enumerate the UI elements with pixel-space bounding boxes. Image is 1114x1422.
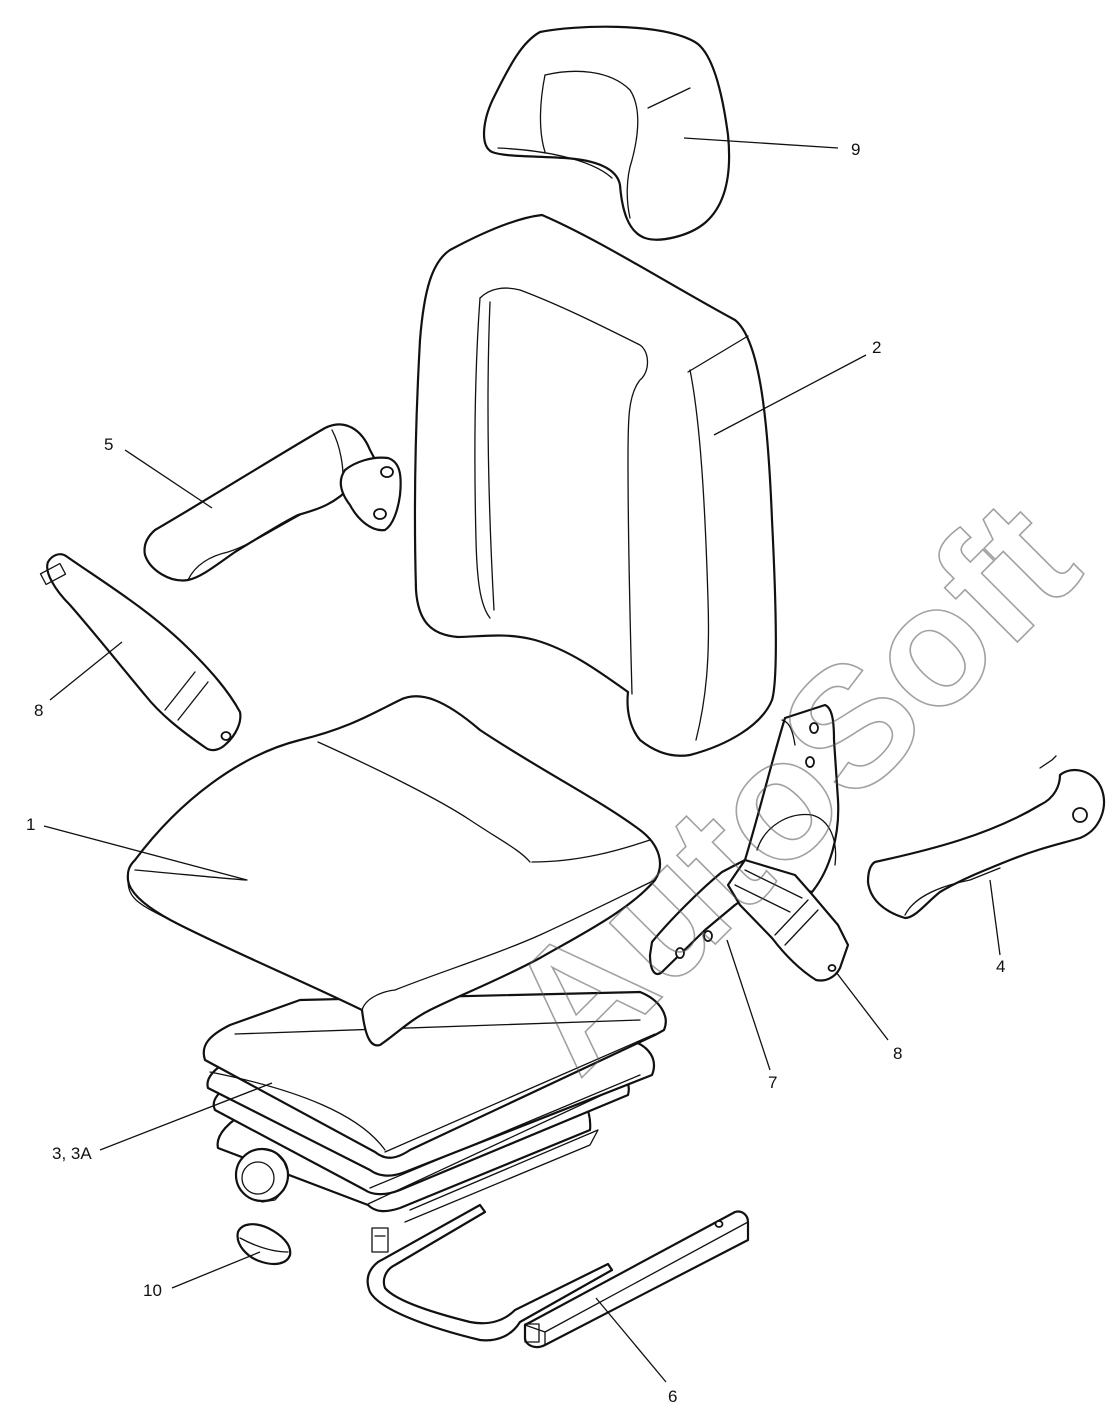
leader-lines: [43, 137, 1001, 1383]
leader-9: [683, 137, 839, 149]
belt-right-part: [726, 858, 850, 982]
knob-cover-part: [236, 1223, 292, 1266]
callout-9: 9: [851, 140, 860, 159]
leader-2: [713, 354, 867, 436]
belt-left-part: [39, 553, 242, 752]
armrest-right-part: [866, 755, 1106, 920]
callout-3-3a: 3, 3A: [52, 1144, 92, 1163]
leader-1: [43, 825, 248, 881]
callout-10: 10: [143, 1281, 162, 1300]
backrest-part: [413, 213, 777, 757]
callout-8-right: 8: [893, 1044, 902, 1063]
headrest-part: [482, 25, 731, 241]
leader-8-right: [835, 971, 889, 1041]
bracket-part: [648, 703, 840, 976]
leader-10: [171, 1251, 261, 1289]
slide-rail-part: [366, 1203, 750, 1349]
leader-3: [99, 1082, 273, 1151]
seat-cushion-part: [126, 695, 662, 1047]
suspension-part: [202, 990, 667, 1253]
adjuster-knob: [234, 1147, 290, 1203]
leader-6: [595, 1297, 667, 1383]
callout-4: 4: [996, 957, 1005, 976]
armrest-left-part: [143, 423, 402, 582]
leader-5: [124, 449, 213, 509]
callout-2: 2: [872, 338, 881, 357]
callout-7: 7: [768, 1073, 777, 1092]
callout-5: 5: [104, 435, 113, 454]
callout-8-left: 8: [34, 701, 43, 720]
callout-1: 1: [26, 815, 35, 834]
leader-4: [989, 879, 1001, 956]
callout-labels: 9 2 5 8 1 3, 3A 10 6 7 8 4: [26, 140, 1005, 1406]
leader-7: [726, 939, 771, 1071]
leader-8-left: [49, 641, 123, 701]
callout-6: 6: [668, 1387, 677, 1406]
